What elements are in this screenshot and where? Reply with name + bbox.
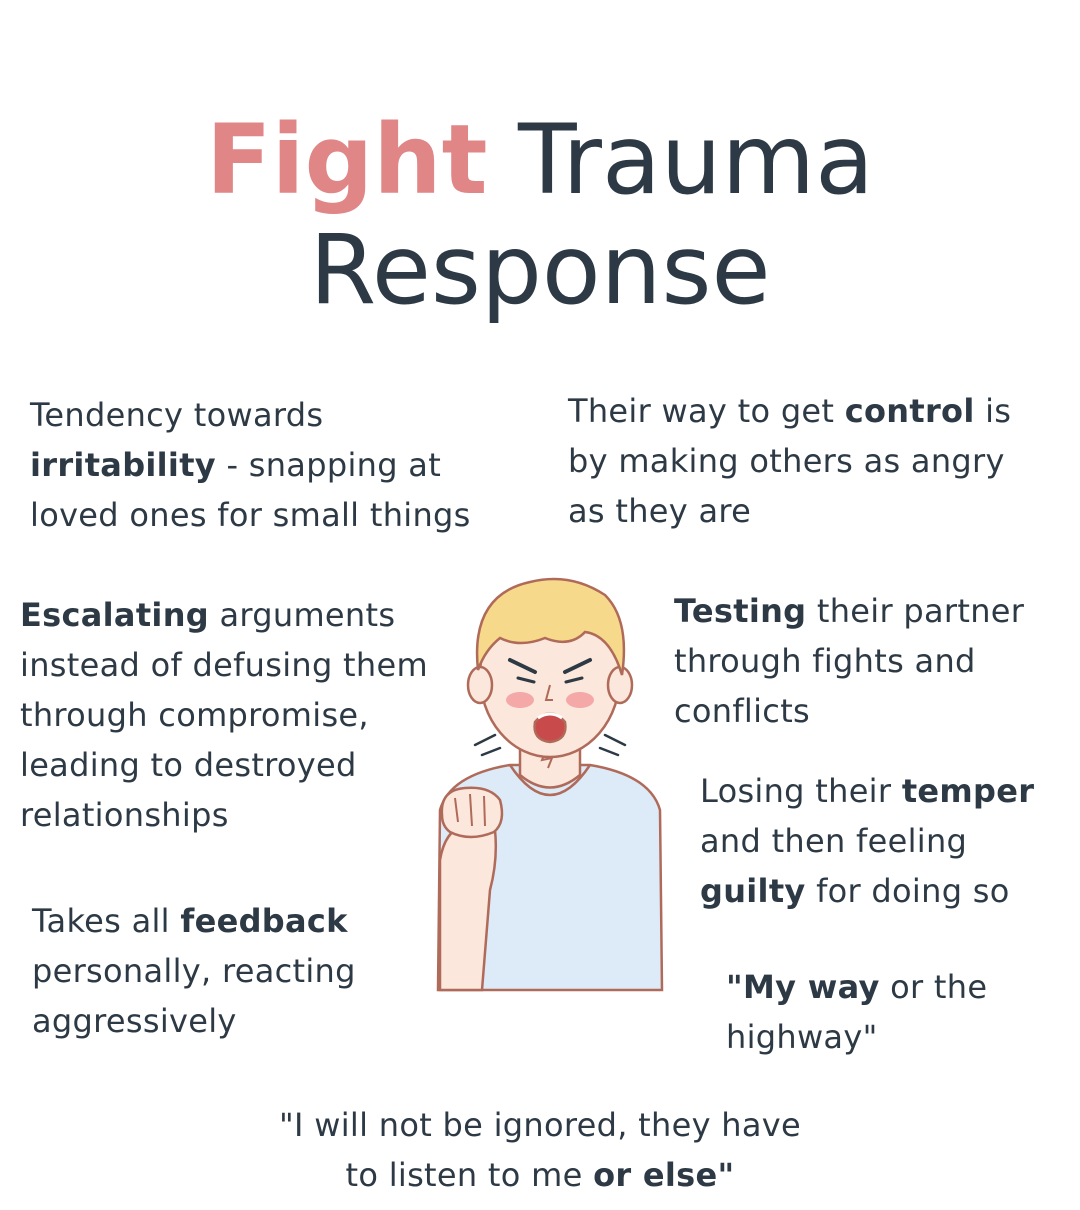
- right-eye: [564, 676, 584, 684]
- anger-mark-icon: [598, 733, 627, 757]
- line: relationships: [20, 796, 229, 834]
- left-eye: [516, 676, 536, 684]
- emphasis: irritability: [30, 446, 216, 484]
- left-eyebrow-icon: [508, 658, 537, 674]
- line: instead of defusing them: [20, 646, 428, 684]
- title-accent: Fight: [206, 104, 488, 216]
- emphasis: Testing: [674, 592, 807, 630]
- title-trauma: Trauma: [517, 104, 874, 216]
- line: "I will not be ignored, they have: [279, 1106, 801, 1144]
- line-text: to listen to me: [345, 1156, 594, 1194]
- emphasis: guilty: [700, 872, 806, 910]
- emphasis: "My way: [726, 968, 880, 1006]
- line: through fights and: [674, 642, 976, 680]
- title-line-1: Fight Trauma: [0, 112, 1080, 208]
- line: through compromise,: [20, 696, 369, 734]
- nose: [544, 684, 553, 701]
- text-block-control: Their way to get control is by making ot…: [568, 386, 1068, 536]
- emphasis: feedback: [180, 902, 348, 940]
- line: Takes all feedback: [32, 896, 432, 946]
- line-text: - snapping at: [215, 446, 442, 484]
- line-text: or the: [879, 968, 988, 1006]
- emphasis: temper: [901, 772, 1035, 810]
- line: guilty for doing so: [700, 866, 1070, 916]
- text-block-quote: "I will not be ignored, they have to lis…: [0, 1100, 1080, 1200]
- line: by making others as angry: [568, 442, 1005, 480]
- anger-mark-icon: [473, 733, 502, 757]
- line: "My way or the: [726, 962, 1056, 1012]
- emphasis: or else": [593, 1156, 735, 1194]
- line: leading to destroyed: [20, 746, 357, 784]
- text-block-feedback: Takes all feedback personally, reacting …: [32, 896, 432, 1046]
- line: conflicts: [674, 692, 811, 730]
- line-text: arguments: [208, 596, 396, 634]
- emphasis: Escalating: [20, 596, 209, 634]
- line-text: Their way to get: [568, 392, 845, 430]
- line-text: Takes all: [32, 902, 181, 940]
- line-text: for doing so: [805, 872, 1010, 910]
- fist-fingers: [454, 793, 486, 827]
- right-blush: [566, 692, 594, 708]
- line: Testing their partner: [674, 586, 1064, 636]
- line-text: their partner: [806, 592, 1025, 630]
- line: irritability - snapping at: [30, 440, 500, 490]
- collar: [508, 764, 592, 797]
- line: aggressively: [32, 1002, 237, 1040]
- line-text: Losing their: [700, 772, 902, 810]
- line-text: is: [974, 392, 1012, 430]
- line: as they are: [568, 492, 752, 530]
- line: highway": [726, 1018, 878, 1056]
- left-blush: [506, 692, 534, 708]
- text-block-escalating: Escalating arguments instead of defusing…: [20, 590, 460, 840]
- title-line-2: Response: [309, 214, 771, 326]
- text-block-my-way: "My way or the highway": [726, 962, 1056, 1062]
- hair: [475, 577, 626, 676]
- angry-person-illustration: [436, 577, 664, 992]
- line: and then feeling: [700, 822, 968, 860]
- line: loved ones for small things: [30, 496, 471, 534]
- line: Their way to get control is: [568, 386, 1068, 436]
- line: Escalating arguments: [20, 590, 460, 640]
- line: Losing their temper: [700, 766, 1070, 816]
- right-eyebrow-icon: [563, 658, 592, 674]
- left-ear: [466, 665, 494, 705]
- text-block-temper: Losing their temper and then feeling gui…: [700, 766, 1070, 916]
- line: personally, reacting: [32, 952, 356, 990]
- teeth: [537, 712, 563, 720]
- line: Tendency towards: [30, 396, 324, 434]
- text-block-testing: Testing their partner through fights and…: [674, 586, 1064, 736]
- emphasis: control: [844, 392, 975, 430]
- text-block-irritability: Tendency towards irritability - snapping…: [30, 390, 500, 540]
- line: to listen to me or else": [0, 1150, 1080, 1200]
